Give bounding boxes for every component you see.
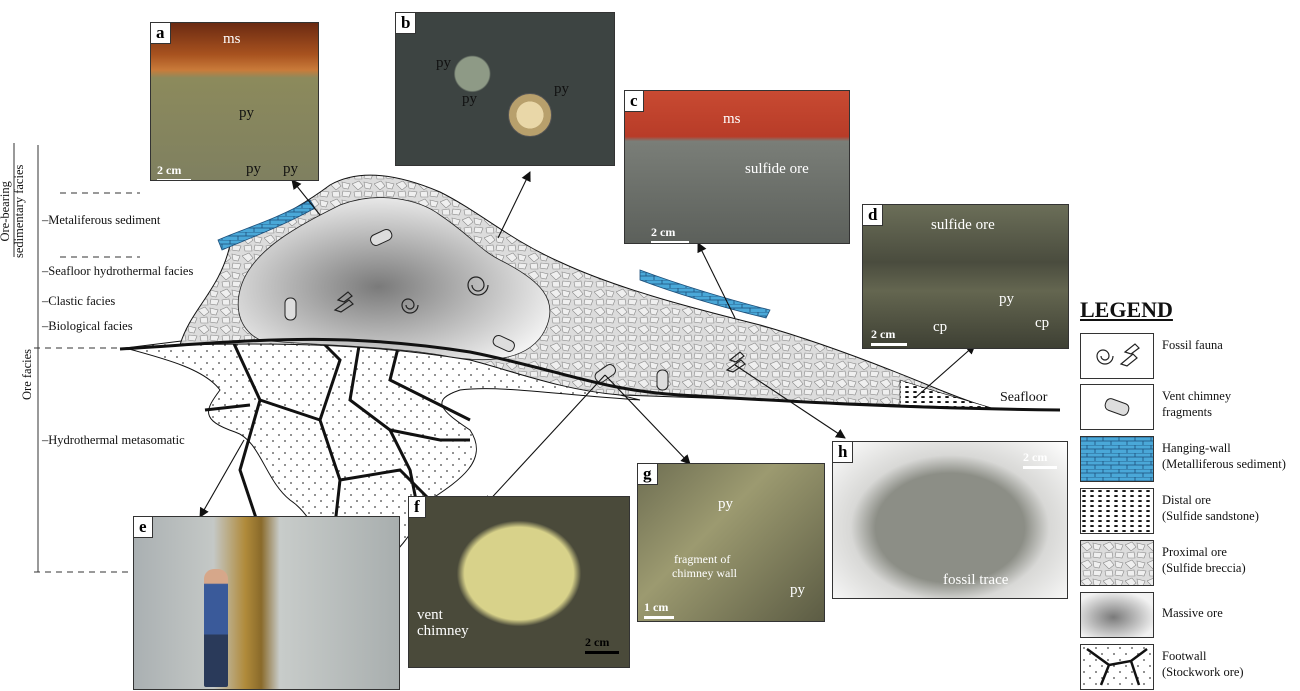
photo-h-fossil-trace: fossil trace [943,572,1008,589]
photo-d: d sulfide ore py cp cp 2 cm [862,204,1069,349]
photo-a-py-3: py [283,161,298,178]
photo-a-scalebar: 2 cm [157,163,191,181]
photo-d-sulfide-ore: sulfide ore [931,217,995,234]
photo-a-ms: ms [223,31,241,48]
photo-a: a ms py py py 2 cm [150,22,319,181]
facies-dashes [34,193,140,572]
facies-biological: –Biological facies [42,319,133,334]
photo-f-vent: vent [417,607,443,624]
photo-g-py-1: py [718,496,733,513]
legend-item-hanging-wall: Hanging-wall(Metalliferous sediment) [1080,436,1295,482]
photo-f-chimney: chimney [417,623,469,640]
seafloor-label: Seafloor [1000,390,1047,406]
distal-ore-pattern [1080,488,1154,534]
hanging-wall-pattern [1080,436,1154,482]
photo-d-scalebar: 2 cm [871,327,907,346]
photo-g: g py py fragment of chimney wall 1 cm [637,463,825,622]
photo-g-scalebar: 1 cm [644,600,674,619]
photo-c-ms: ms [723,111,741,128]
photo-c-scalebar: 2 cm [651,225,689,244]
legend-item-distal-ore: Distal ore(Sulfide sandstone) [1080,488,1295,534]
photo-b-py-3: py [554,81,569,98]
photo-e: e [133,516,400,690]
photo-f-label: f [409,497,426,518]
legend-item-proximal-ore: Proximal ore(Sulfide breccia) [1080,540,1295,586]
photo-f-scalebar: 2 cm [585,635,619,654]
legend-text: Massive ore [1162,605,1223,621]
photo-a-label: a [151,23,171,44]
photo-b-py-2: py [462,91,477,108]
photo-e-label: e [134,517,153,538]
photo-a-py-2: py [246,161,261,178]
photo-f: f vent chimney 2 cm [408,496,630,668]
facies-metaliferous-sediment: –Metaliferous sediment [42,213,160,228]
photo-d-cp-1: cp [933,319,947,336]
proximal-ore-pattern [1080,540,1154,586]
legend-title: LEGEND [1080,297,1173,323]
photo-c-label: c [625,91,644,112]
legend-item-fossil-fauna: Fossil fauna [1080,333,1295,379]
facies-seafloor-hydrothermal: –Seafloor hydrothermal facies [42,264,193,279]
legend-text: Distal ore(Sulfide sandstone) [1162,492,1259,524]
legend-text: Footwall(Stockwork ore) [1162,648,1244,680]
facies-clastic: –Clastic facies [42,294,115,309]
photo-h-scalebar: 2 cm [1023,450,1057,469]
photo-b-label: b [396,13,416,34]
massive-ore-pattern [1080,592,1154,638]
photo-c-sulfide-ore: sulfide ore [745,161,809,178]
legend-text: Hanging-wall(Metalliferous sediment) [1162,440,1286,472]
legend-text: Proximal ore(Sulfide breccia) [1162,544,1246,576]
coin [508,93,552,137]
photo-g-chimney-wall: chimney wall [672,566,737,581]
photo-h: h fossil trace 2 cm [832,441,1068,599]
facies-hydrothermal-metasomatic: –Hydrothermal metasomatic [42,433,185,448]
legend-item-footwall: Footwall(Stockwork ore) [1080,644,1295,690]
vent-chimney-icon [1080,384,1154,430]
legend-text: Fossil fauna [1162,337,1223,353]
photo-d-cp-2: cp [1035,315,1049,332]
photo-c: c ms sulfide ore 2 cm [624,90,850,244]
legend-item-massive-ore: Massive ore [1080,592,1295,638]
photo-b-py-1: py [436,55,451,72]
photo-a-py-1: py [239,105,254,122]
ore-facies-label: Ore facies [20,349,34,400]
fossil-fauna-icon [1080,333,1154,379]
photo-g-fragment-of: fragment of [674,552,730,567]
photo-d-py: py [999,291,1014,308]
photo-g-label: g [638,464,658,485]
ore-bearing-label: Ore-bearing sedimentary facies [0,165,26,258]
footwall-pattern [1080,644,1154,690]
photo-g-py-2: py [790,582,805,599]
photo-h-label: h [833,442,853,463]
geologist-figure [204,569,228,687]
photo-d-label: d [863,205,883,226]
photo-b: b py py py [395,12,615,166]
